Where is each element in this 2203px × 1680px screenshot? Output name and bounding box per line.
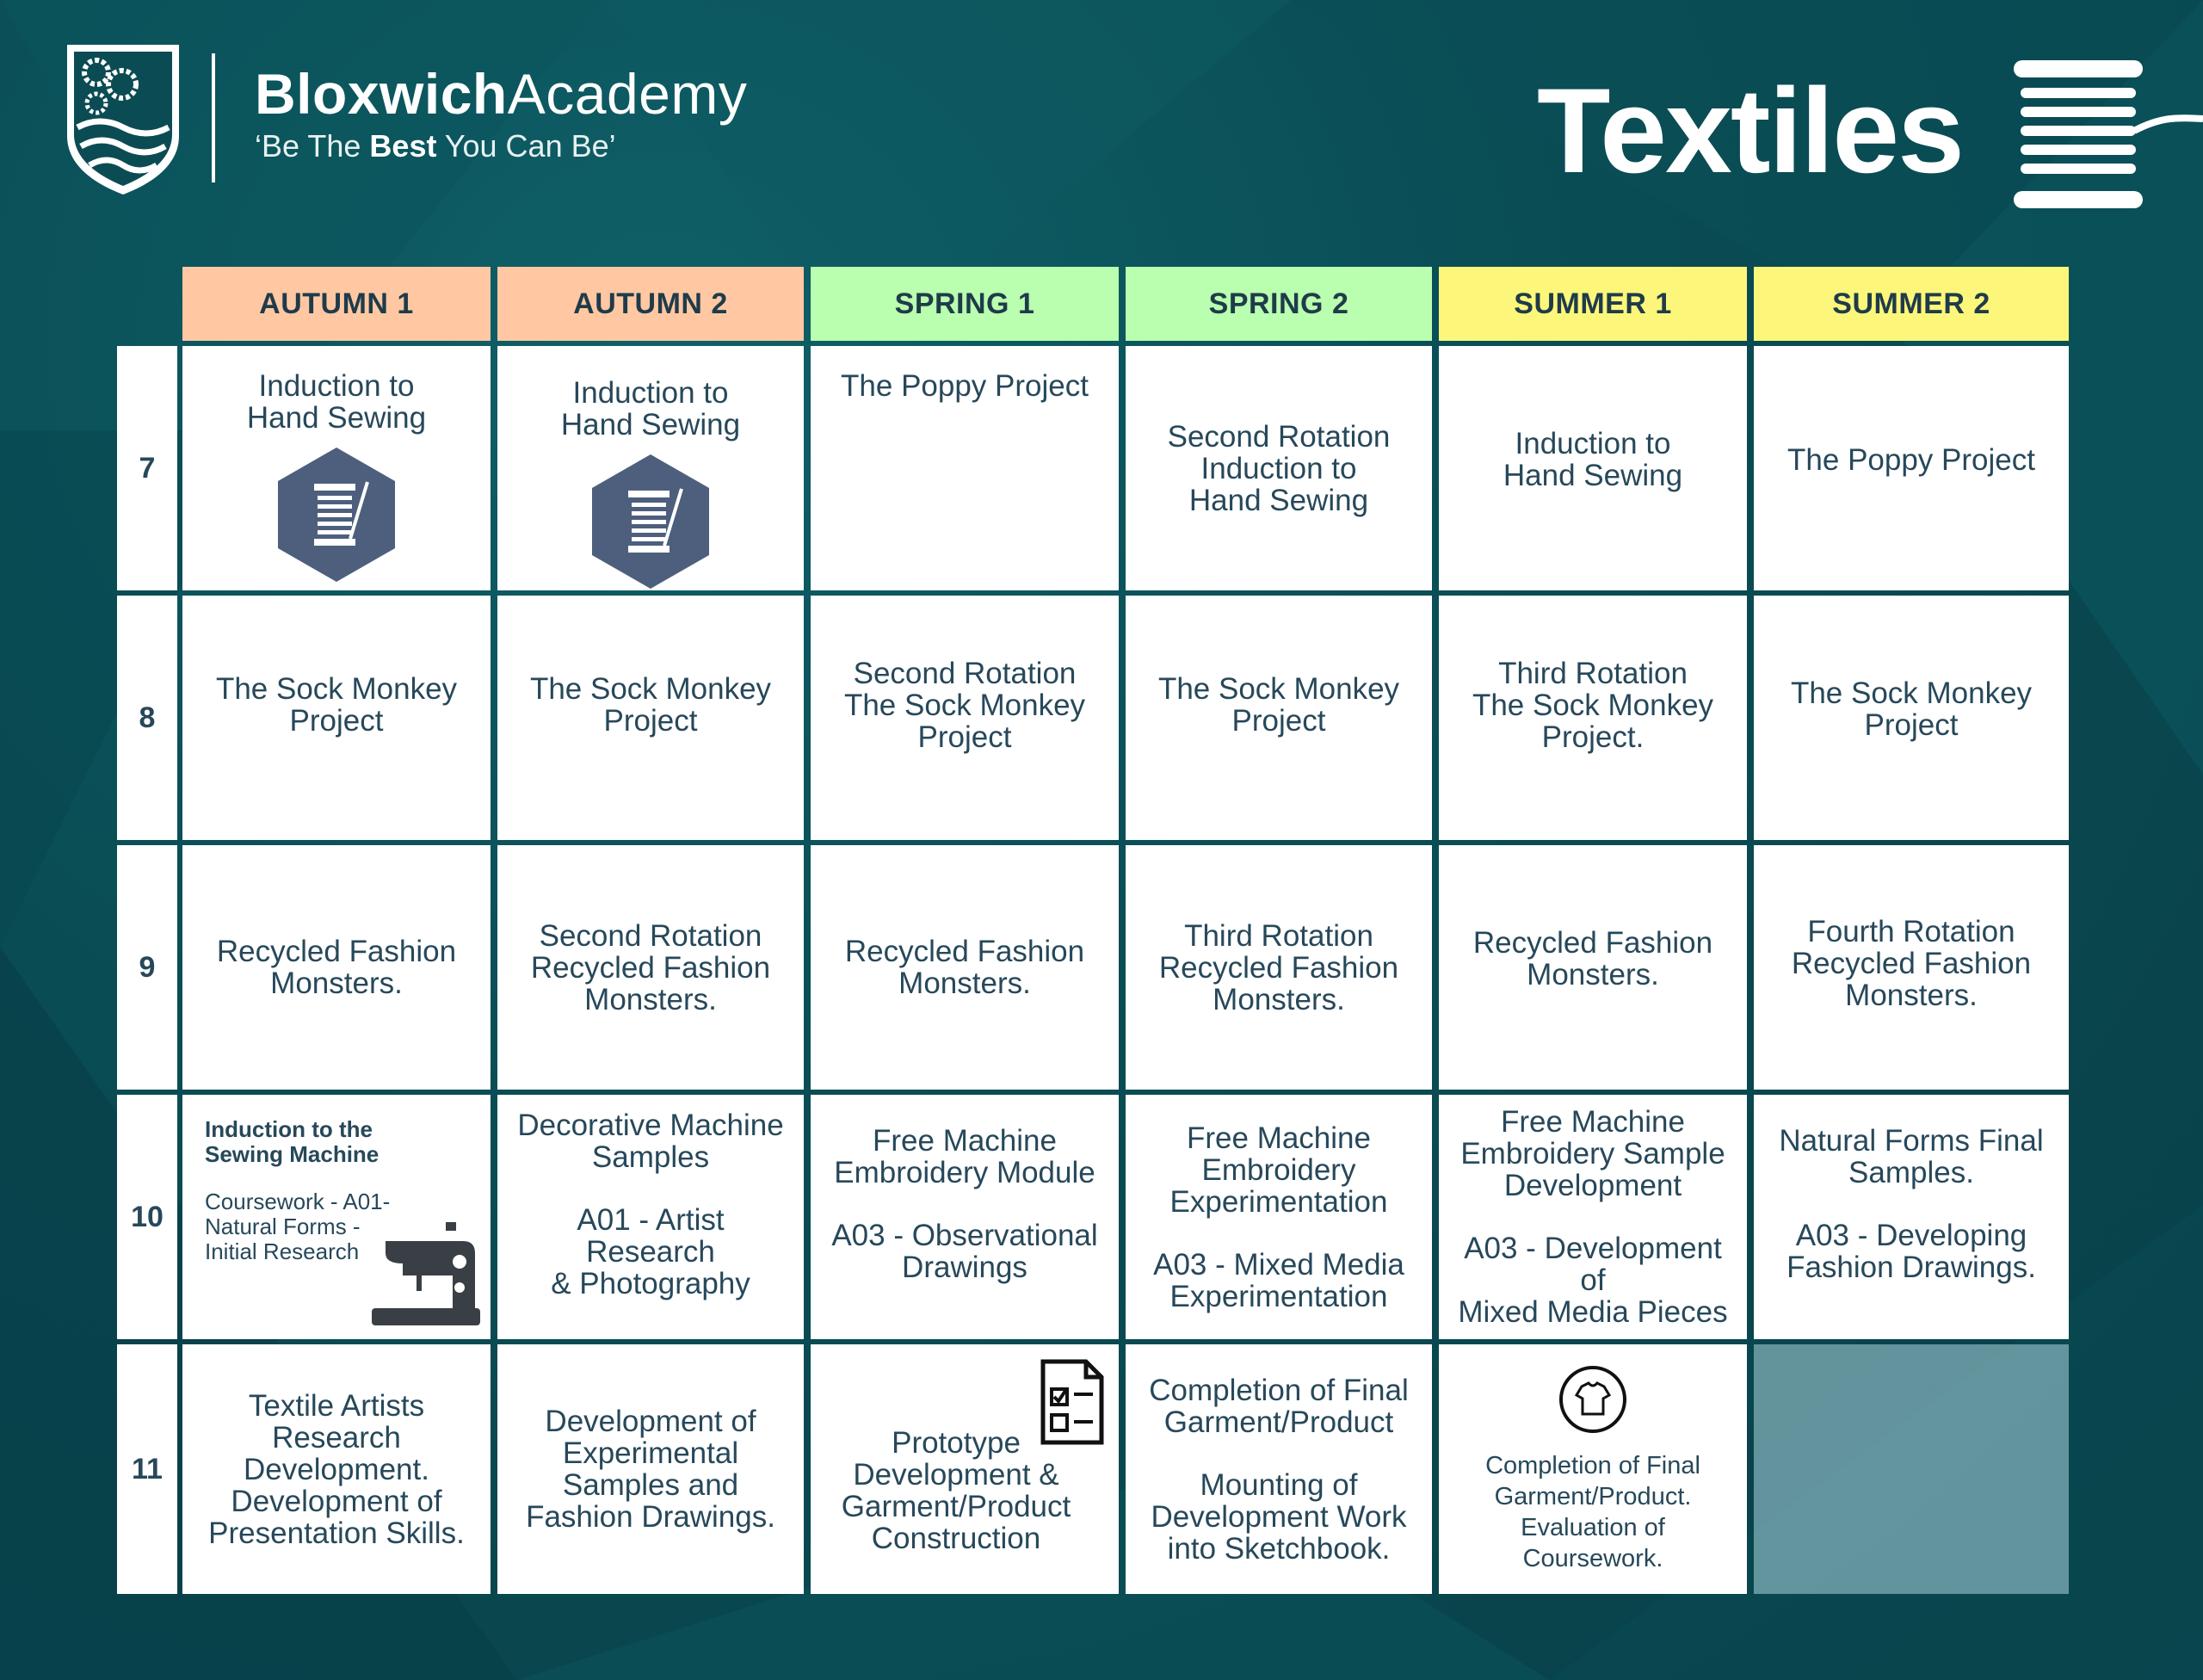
- term-header-summer-2: SUMMER 2: [1754, 267, 2069, 341]
- page-title: Textiles: [1537, 63, 1965, 198]
- cell-y10-autumn-1: Induction to the Sewing Machine Coursewo…: [182, 1095, 491, 1339]
- school-branding: BloxwichAcademy ‘Be The Best You Can Be’: [255, 62, 747, 165]
- school-shield-logo: [67, 45, 179, 195]
- term-header-summer-1: SUMMER 1: [1439, 267, 1747, 341]
- spool-needle-icon: [278, 448, 395, 582]
- cell-y7-spring-1: The Poppy Project: [811, 346, 1119, 590]
- term-header-spring-2: SPRING 2: [1126, 267, 1432, 341]
- year-label-7: 7: [117, 346, 177, 590]
- term-header-spring-1: SPRING 1: [811, 267, 1119, 341]
- year-label-11: 11: [117, 1344, 177, 1594]
- header-divider: [212, 53, 215, 182]
- school-name: BloxwichAcademy: [255, 62, 748, 126]
- term-header-autumn-2: AUTUMN 2: [497, 267, 804, 341]
- sewing-machine-icon: [372, 1222, 480, 1325]
- term-header-autumn-1: AUTUMN 1: [182, 267, 491, 341]
- checklist-icon: [1040, 1359, 1104, 1445]
- spool-needle-icon: [592, 454, 709, 589]
- school-tagline: ‘Be The Best You Can Be’: [255, 128, 616, 164]
- cell-y7-summer-2: The Poppy Project: [1754, 346, 2069, 590]
- year-label-8: 8: [117, 596, 177, 840]
- year-label-10: 10: [117, 1095, 177, 1339]
- year-label-9: 9: [117, 845, 177, 1090]
- thread-spool-icon: [2014, 60, 2203, 208]
- cell-y11-summer-2-empty: [1754, 1344, 2069, 1594]
- garment-icon: [1559, 1366, 1626, 1433]
